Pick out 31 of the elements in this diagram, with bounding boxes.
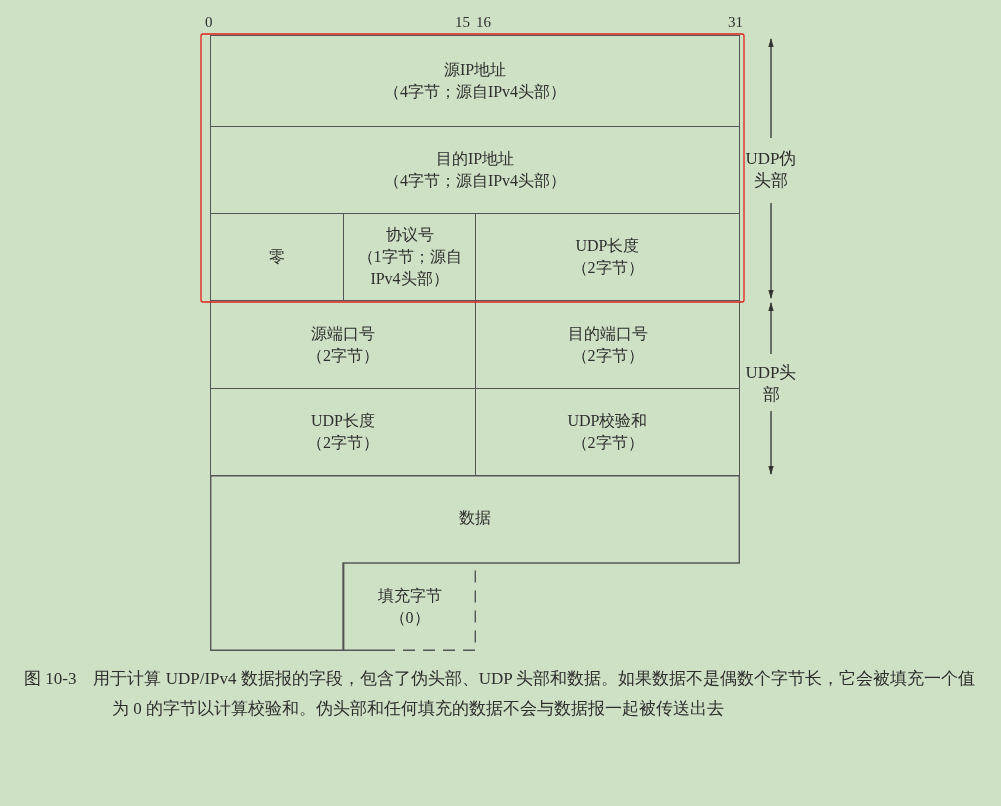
field-name: 源IP地址 xyxy=(443,60,507,80)
field-box xyxy=(210,35,740,127)
field-size: （2字节） xyxy=(571,433,644,453)
field-name: 数据 xyxy=(459,508,491,528)
field-name: 零 xyxy=(269,247,285,267)
bit-number: 16 xyxy=(476,14,491,31)
data-field xyxy=(210,475,740,651)
field-size: （4字节；源自IPv4头部） xyxy=(383,82,567,102)
figure-caption: 图 10-3 用于计算 UDP/IPv4 数据报的字段，包含了伪头部、UDP 头部和数据。如果数据不是偶数个字节长，它会被填充一个值为 0 的字节以计算校验和。伪头部和任何填充的数据不会与数据报一起被传送出去 xyxy=(24,668,977,720)
bit-number: 31 xyxy=(728,14,743,31)
field-size: （2字节） xyxy=(307,345,379,366)
field-size: （2字节） xyxy=(571,345,644,366)
bit-number: 0 xyxy=(205,14,213,31)
field-name: UDP长度 xyxy=(575,236,640,256)
field-size: （0） xyxy=(389,608,430,628)
field-size: （4字节；源自IPv4头部） xyxy=(383,171,567,191)
section-label: UDP伪头部 xyxy=(744,148,798,192)
bit-number: 15 xyxy=(455,14,470,31)
field-name: 源端口号 xyxy=(311,323,375,344)
field-size: （2字节） xyxy=(307,433,379,453)
field-box xyxy=(210,126,740,214)
padding-field xyxy=(343,563,476,651)
field-size: （1字节；源自IPv4头部） xyxy=(356,247,463,289)
section-label: UDP头部 xyxy=(744,362,798,406)
field-name: UDP长度 xyxy=(311,411,375,431)
field-size: （2字节） xyxy=(571,258,644,278)
field-name: 协议号 xyxy=(385,225,434,245)
field-name: UDP校验和 xyxy=(567,411,648,431)
field-name: 目的端口号 xyxy=(567,323,648,344)
field-name: 目的IP地址 xyxy=(435,149,515,169)
field-name: 填充字节 xyxy=(377,586,442,606)
